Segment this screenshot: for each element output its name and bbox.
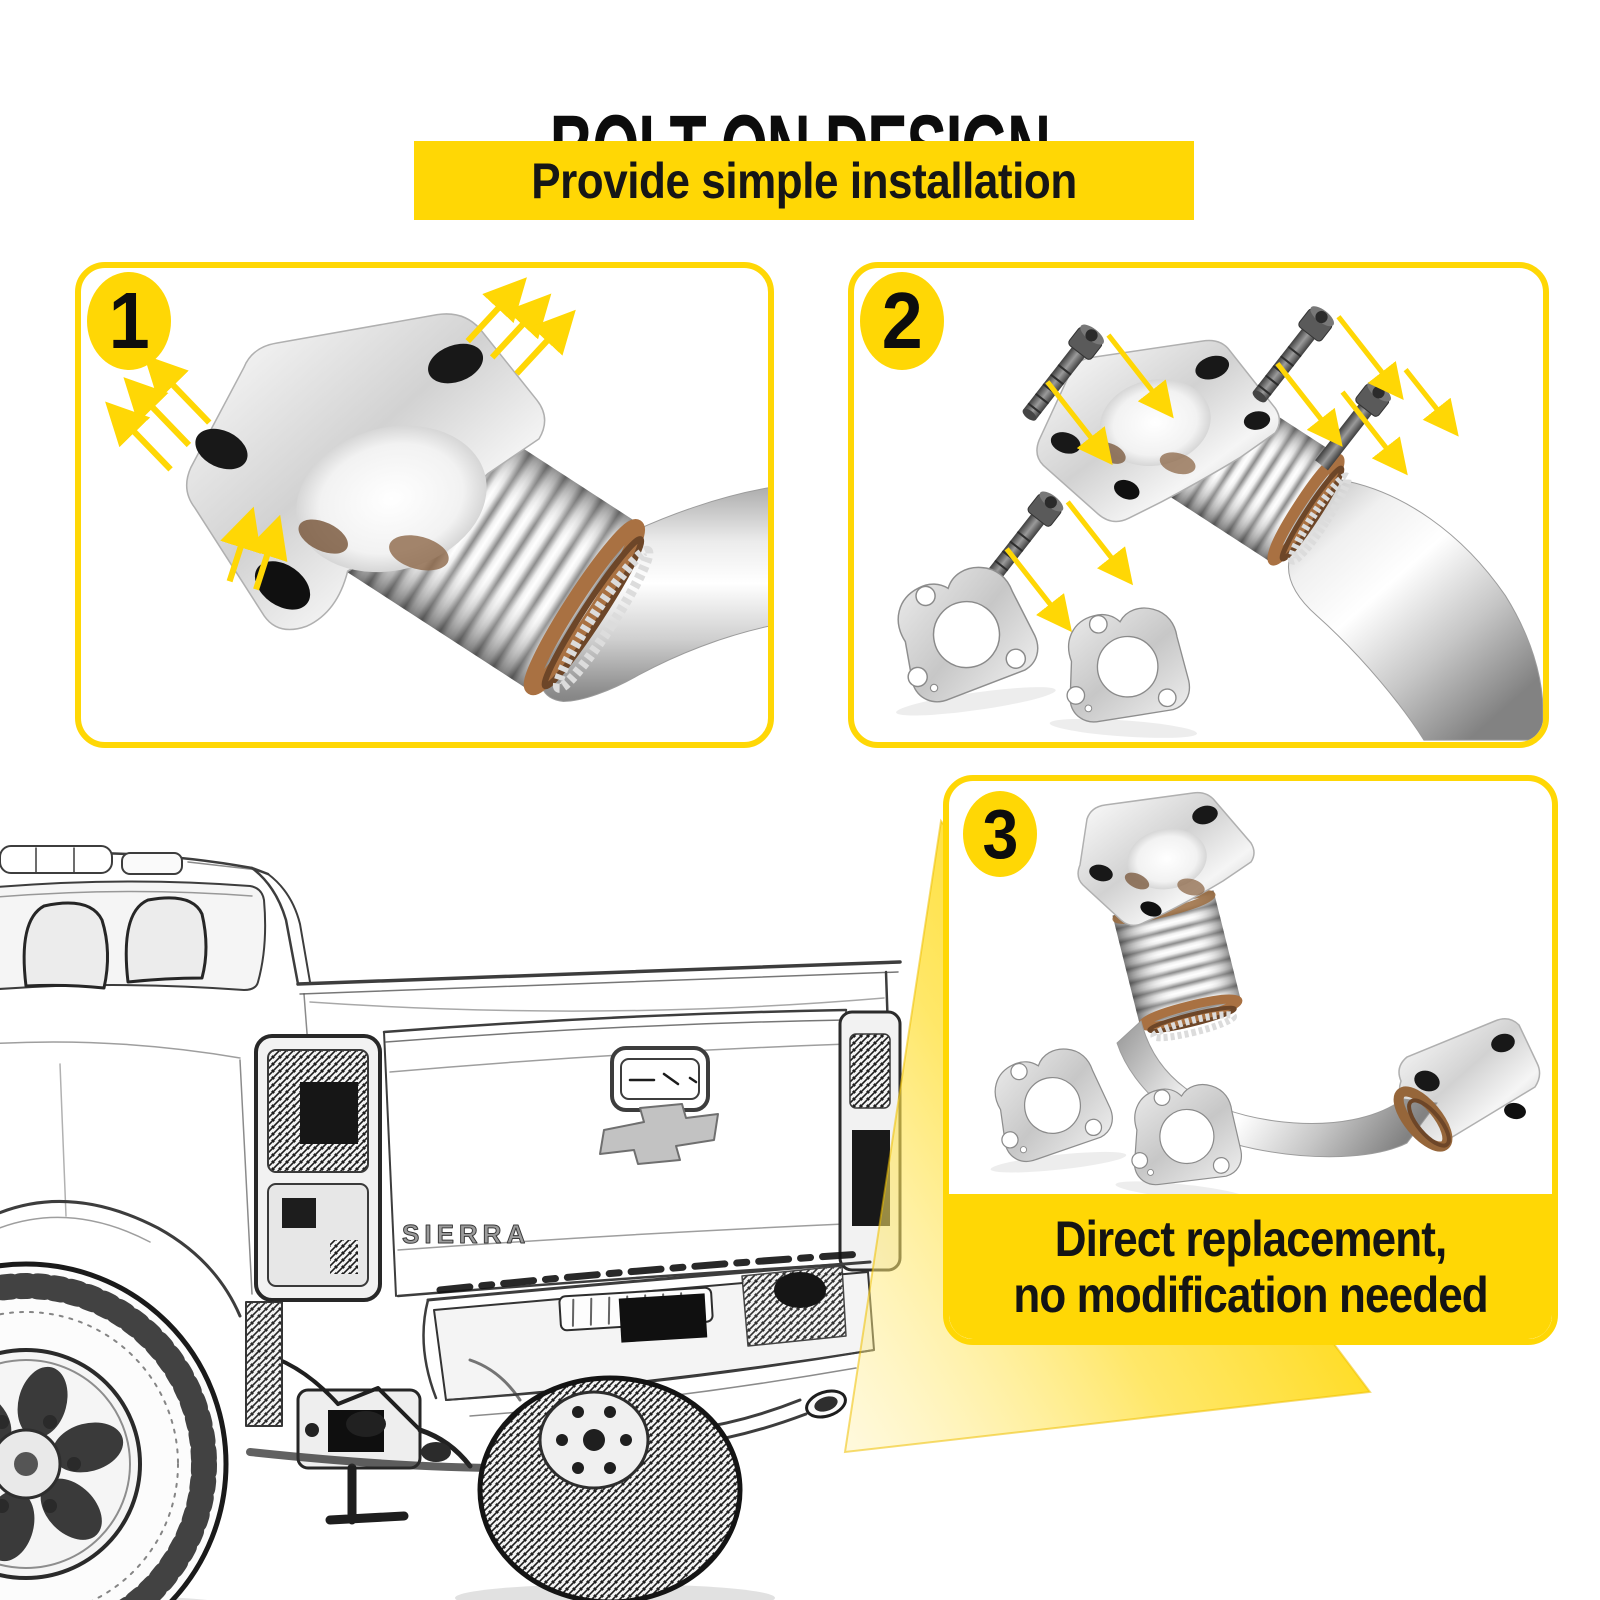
headrest xyxy=(22,901,110,990)
subtitle-banner: Provide simple installation xyxy=(414,141,1194,220)
bolt-hole xyxy=(1491,1033,1515,1053)
tailgate-badge-text: SIERRA xyxy=(402,1219,530,1249)
bowtie-logo-icon xyxy=(599,1103,719,1165)
caption-line-2: no modification needed xyxy=(1013,1266,1488,1323)
cab-clearance-light xyxy=(0,845,113,874)
bolt-hole xyxy=(1089,864,1113,882)
step-panel-2: 2 xyxy=(848,262,1549,748)
exhaust-gasket xyxy=(1049,607,1198,738)
bolt-hole xyxy=(1195,355,1230,380)
exhaust-gasket xyxy=(990,1048,1127,1173)
truck-sketch: SIERRA xyxy=(0,845,902,1600)
tailgate-top-edge xyxy=(382,1008,848,1034)
step-1-badge: 1 xyxy=(87,272,171,370)
right-rear-wheel xyxy=(455,1375,775,1600)
subtitle-text: Provide simple installation xyxy=(531,152,1077,209)
bolt-direction-arrows-icon xyxy=(105,277,576,591)
rear-bumper xyxy=(422,1250,875,1417)
step-panel-1: 1 xyxy=(75,262,774,748)
step-1-photo-uppipe-flange-closeup xyxy=(105,277,768,702)
caption-line-1: Direct replacement, xyxy=(1054,1210,1448,1267)
headrest xyxy=(124,896,208,984)
exhaust-gasket xyxy=(1115,1083,1247,1194)
bolt-hole xyxy=(254,561,311,610)
bolt-hole xyxy=(1192,805,1218,825)
exhaust-gasket xyxy=(896,566,1056,716)
step-3-caption: Direct replacement, no modification need… xyxy=(949,1194,1552,1339)
bolt-hole xyxy=(1140,901,1162,917)
upper-flange xyxy=(1077,791,1255,927)
bolt-hole xyxy=(1050,432,1081,454)
bolt-hole xyxy=(1414,1070,1440,1092)
step-3-photo-complete-uppipe xyxy=(990,791,1541,1194)
bolt-hole xyxy=(1243,411,1271,430)
bolt-direction-arrows-icon xyxy=(1004,315,1459,633)
mounting-bolt xyxy=(1315,381,1391,471)
step-panel-3: 3 xyxy=(943,775,1558,1345)
left-rear-wheel xyxy=(0,1261,229,1600)
bolt-hole xyxy=(1114,479,1140,500)
left-taillight xyxy=(254,1034,382,1302)
bolt-hole xyxy=(1504,1102,1526,1120)
mounting-bolts xyxy=(981,306,1335,588)
step-2-badge: 2 xyxy=(860,272,944,370)
mounting-flange xyxy=(1036,339,1281,523)
bolt-hole xyxy=(195,428,248,470)
bolt-hole xyxy=(428,343,484,384)
step-2-photo-bolts-and-gaskets xyxy=(896,306,1543,741)
step-3-badge: 3 xyxy=(963,791,1037,877)
